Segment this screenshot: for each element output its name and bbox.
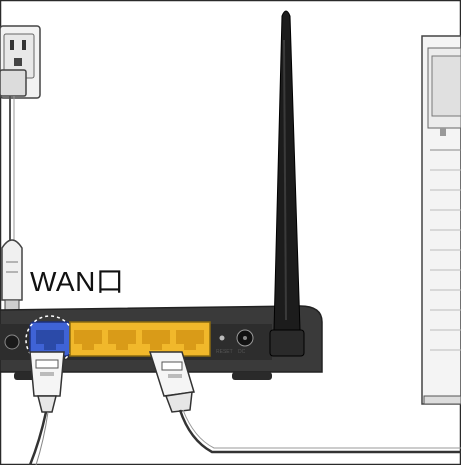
- power-plug: [0, 69, 27, 97]
- wan-port: [25, 315, 75, 365]
- wan-cable: [28, 411, 48, 465]
- power-jack: [4, 334, 20, 350]
- router-foot-right: [232, 372, 272, 380]
- lan-port-3: [142, 330, 170, 350]
- wall-outlet-icon: [0, 25, 41, 99]
- power-connector: [1, 239, 23, 319]
- reset-button: RESET: [216, 335, 233, 355]
- lan-port-group: [69, 321, 211, 357]
- reset-label: RESET: [216, 349, 233, 355]
- lan-port-4: [176, 330, 204, 350]
- wan-port-label: WAN口: [30, 266, 125, 297]
- lan-cable-connector: [148, 351, 195, 413]
- pc-tower-icon: [421, 35, 461, 405]
- dc-power-port: DC: [236, 329, 254, 355]
- lan-port-1: [74, 330, 102, 350]
- wan-cable-connector: [29, 351, 65, 413]
- lan-port-2: [108, 330, 136, 350]
- lan-cable: [178, 409, 461, 454]
- dc-label: DC: [238, 349, 246, 355]
- antenna-icon: [269, 10, 305, 357]
